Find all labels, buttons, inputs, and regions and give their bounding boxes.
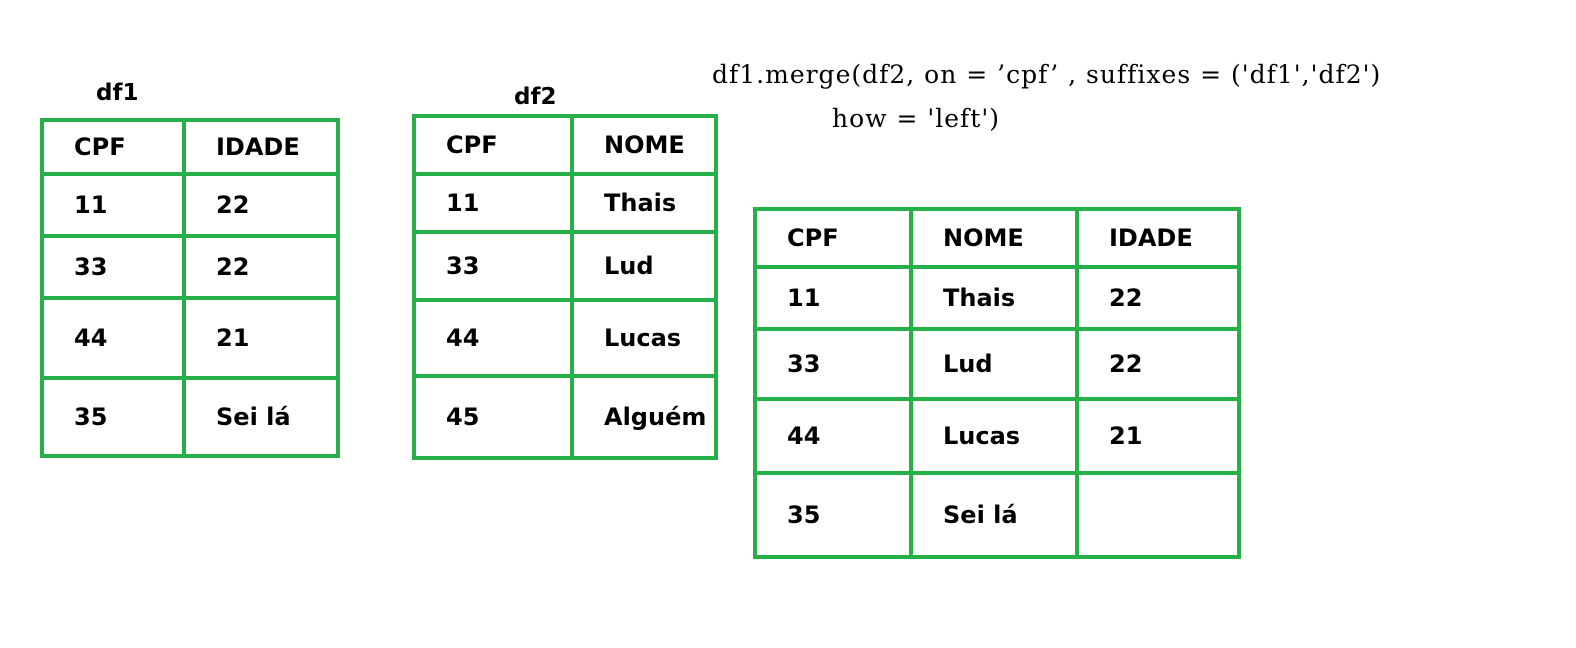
result-cell: Thais	[909, 265, 1079, 331]
table-row: 33 Lud 22	[753, 327, 1241, 401]
merge-code-line1: df1.merge(df2, on = ’cpf’ , suffixes = (…	[712, 60, 1382, 89]
result-table: CPF NOME IDADE 11 Thais 22 33 Lud 22 44 …	[753, 207, 1241, 559]
df1-cell: 33	[40, 234, 186, 300]
table-row: 45 Alguém	[412, 374, 718, 460]
table-row: 33 22	[40, 234, 340, 300]
df1-table: CPF IDADE 11 22 33 22 44 21 35 Sei lá	[40, 118, 340, 458]
result-cell: 44	[753, 397, 913, 475]
table-row: 33 Lud	[412, 230, 718, 302]
df1-cell: 44	[40, 296, 186, 380]
result-cell: Lucas	[909, 397, 1079, 475]
df1-cell: 35	[40, 376, 186, 458]
df1-cell: 22	[182, 234, 340, 300]
result-cell: 35	[753, 471, 913, 559]
table-row: 44 Lucas 21	[753, 397, 1241, 475]
result-cell: 11	[753, 265, 913, 331]
df1-header-cpf: CPF	[40, 118, 186, 176]
df1-header-row: CPF IDADE	[40, 118, 340, 176]
result-cell: 21	[1075, 397, 1241, 475]
df2-cell: 33	[412, 230, 574, 302]
df1-cell: 11	[40, 172, 186, 238]
table-row: 44 21	[40, 296, 340, 380]
df1-cell: 22	[182, 172, 340, 238]
df2-label: df2	[514, 84, 557, 110]
result-header-cpf: CPF	[753, 207, 913, 269]
df2-cell: 44	[412, 298, 574, 378]
result-header-idade: IDADE	[1075, 207, 1241, 269]
result-cell: Lud	[909, 327, 1079, 401]
df2-cell: 11	[412, 172, 574, 234]
table-row: 11 Thais	[412, 172, 718, 234]
df2-table: CPF NOME 11 Thais 33 Lud 44 Lucas 45 Alg…	[412, 114, 718, 460]
result-cell: 33	[753, 327, 913, 401]
result-header-nome: NOME	[909, 207, 1079, 269]
df1-label: df1	[96, 80, 139, 106]
df2-header-row: CPF NOME	[412, 114, 718, 176]
df2-cell: Alguém	[570, 374, 718, 460]
merge-code-line2: how = 'left')	[832, 104, 1000, 133]
table-row: 11 Thais 22	[753, 265, 1241, 331]
df2-cell: 45	[412, 374, 574, 460]
df1-cell: 21	[182, 296, 340, 380]
result-cell	[1075, 471, 1241, 559]
table-row: 44 Lucas	[412, 298, 718, 378]
df2-header-cpf: CPF	[412, 114, 574, 176]
df2-header-nome: NOME	[570, 114, 718, 176]
table-row: 35 Sei lá	[753, 471, 1241, 559]
result-cell: 22	[1075, 327, 1241, 401]
table-row: 11 22	[40, 172, 340, 238]
df2-cell: Lud	[570, 230, 718, 302]
result-cell: 22	[1075, 265, 1241, 331]
df1-cell: Sei lá	[182, 376, 340, 458]
df1-header-idade: IDADE	[182, 118, 340, 176]
table-row: 35 Sei lá	[40, 376, 340, 458]
df2-cell: Lucas	[570, 298, 718, 378]
df2-cell: Thais	[570, 172, 718, 234]
result-cell: Sei lá	[909, 471, 1079, 559]
result-header-row: CPF NOME IDADE	[753, 207, 1241, 269]
